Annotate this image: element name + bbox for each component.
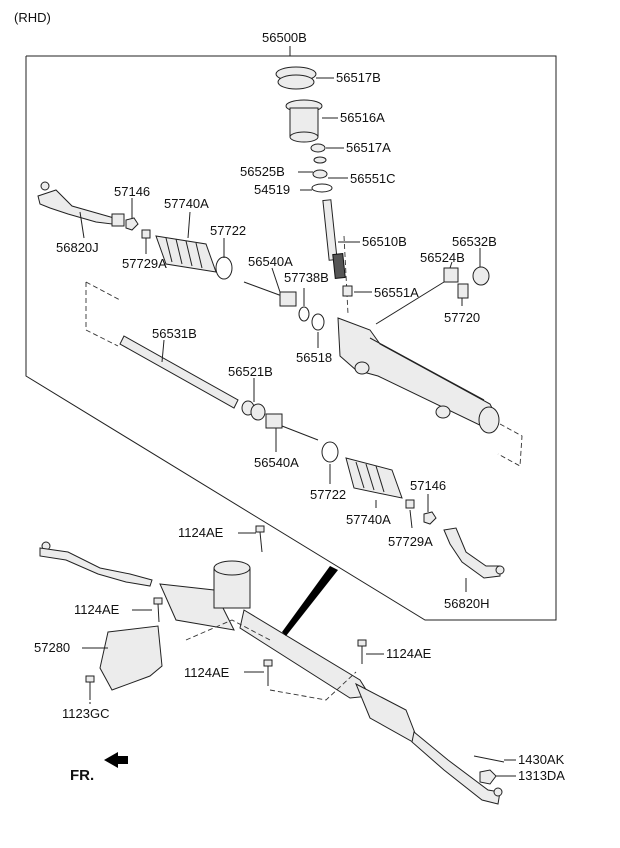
bolt-1124AE-2 [153, 597, 163, 623]
part-57740A-bottom-boot [345, 457, 403, 499]
part-57738B-washer [298, 306, 310, 322]
label-1313DA: 1313DA [518, 768, 565, 783]
part-56551C-ring [312, 169, 328, 179]
label-1123GC: 1123GC [62, 706, 109, 721]
part-56540A-bottom-inner-rod [265, 413, 319, 441]
label-57729A-bottom: 57729A [388, 534, 433, 549]
part-56517A-washer [310, 143, 326, 153]
label-57146-top: 57146 [114, 184, 150, 199]
label-56521B: 56521B [228, 364, 273, 379]
part-56820H-tie-rod-end [443, 527, 505, 579]
part-57722-bottom-band [321, 441, 339, 463]
label-1124AE-3: 1124AE [386, 646, 432, 661]
part-1313DA-nut [479, 769, 497, 785]
part-56532B-cap [472, 266, 490, 286]
label-57722-bottom: 57722 [310, 487, 346, 502]
label-56540A-bottom: 56540A [254, 455, 299, 470]
label-56820H: 56820H [444, 596, 490, 611]
variant-label: (RHD) [14, 10, 51, 25]
part-1430AK-pin [473, 755, 505, 763]
part-56524B-yoke [443, 267, 459, 283]
valve-dashed-line [343, 235, 349, 315]
label-1124AE-2: 1124AE [74, 602, 120, 617]
part-57729A-top-clip [141, 229, 151, 239]
label-56525B: 56525B [240, 164, 285, 179]
part-57720-spring [457, 283, 469, 299]
label-57729A-top: 57729A [122, 256, 167, 271]
arrow-left-icon [104, 752, 128, 768]
label-56510B: 56510B [362, 234, 407, 249]
part-57740A-top-boot [155, 235, 217, 273]
part-56518-ring [311, 313, 325, 331]
part-54519-snap-ring [311, 183, 333, 193]
bolt-1124AE-4 [263, 659, 273, 686]
label-56532B: 56532B [452, 234, 497, 249]
label-57720: 57720 [444, 310, 480, 325]
part-56551A-plug [342, 285, 353, 297]
label-57146-bottom: 57146 [410, 478, 446, 493]
label-57738B: 57738B [284, 270, 329, 285]
part-57146-top-nut [125, 217, 139, 231]
label-57740A-top: 57740A [164, 196, 209, 211]
part-56525B-nut [313, 156, 327, 164]
label-57722-top: 57722 [210, 223, 246, 238]
bolt-1124AE-1 [255, 525, 265, 553]
part-56531B-rack-bar [119, 335, 239, 409]
label-56516A: 56516A [340, 110, 385, 125]
label-56531B: 56531B [152, 326, 197, 341]
label-56517A: 56517A [346, 140, 391, 155]
part-56540A-top-inner-rod [243, 281, 297, 307]
part-56521B-bushing [241, 400, 266, 421]
yoke-leader [375, 281, 445, 325]
part-56510B-pinion [322, 199, 346, 280]
label-1124AE-4: 1124AE [184, 665, 230, 680]
leader-lines [79, 77, 516, 777]
assembly-number: 56500B [262, 30, 307, 45]
label-57740A-bottom: 57740A [346, 512, 391, 527]
part-57729A-bottom-clip [405, 499, 415, 509]
label-56820J: 56820J [56, 240, 99, 255]
part-57280-bracket [99, 625, 163, 691]
label-56517B: 56517B [336, 70, 381, 85]
label-56551A: 56551A [374, 285, 419, 300]
left-dashed-hint [85, 281, 121, 301]
label-1430AK: 1430AK [518, 752, 565, 767]
left-dashed-hint-2 [85, 282, 119, 347]
front-label: FR. [70, 767, 94, 784]
pointer-wedge [282, 566, 338, 636]
label-56524B: 56524B [420, 250, 465, 265]
label-57280: 57280 [34, 640, 70, 655]
label-54519: 54519 [254, 182, 290, 197]
rack-housing [337, 317, 500, 434]
label-56540A-top: 56540A [248, 254, 293, 269]
right-dashed-hint [497, 423, 523, 467]
assembled-gear [39, 541, 503, 805]
bolt-1124AE-3 [357, 639, 367, 664]
bolt-1123GC [85, 675, 95, 700]
part-57146-bottom-nut [423, 511, 437, 525]
part-56820J-tie-rod-end [37, 181, 125, 227]
part-56516A-housing [285, 99, 323, 143]
part-56517B-seal [275, 66, 317, 90]
part-57722-top-band [215, 256, 233, 280]
label-56551C: 56551C [350, 171, 396, 186]
label-56518: 56518 [296, 350, 332, 365]
label-1124AE-1: 1124AE [178, 525, 224, 540]
exploded-frame [25, 55, 557, 621]
